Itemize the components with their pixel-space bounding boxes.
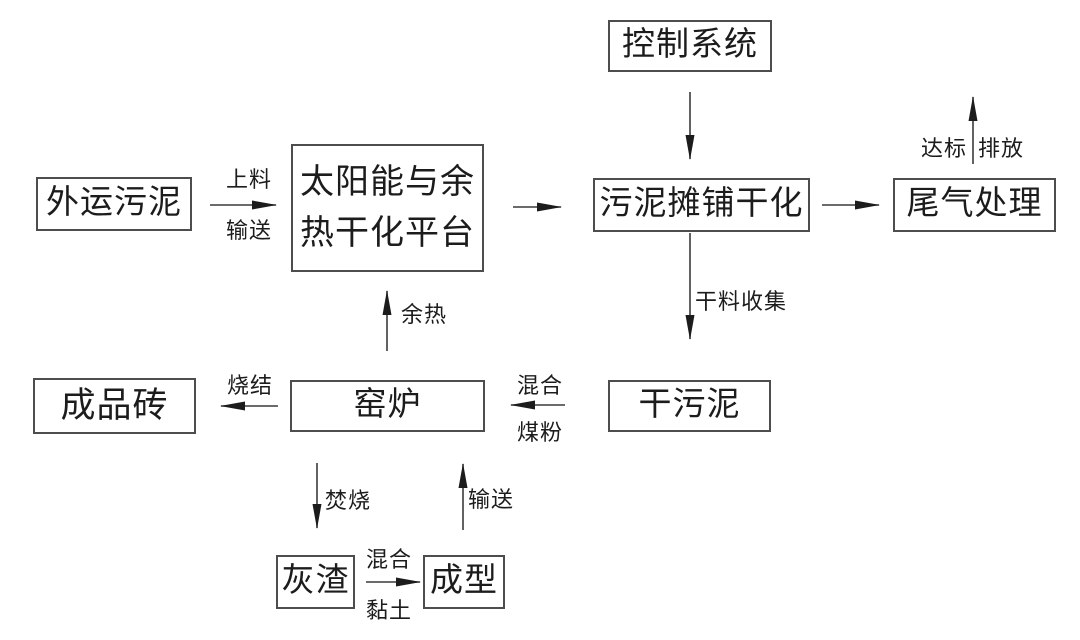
edge-label-waste-heat: 余热 (400, 302, 448, 327)
node-dry-sludge: 干污泥 (608, 380, 771, 432)
node-external-sludge: 外运污泥 (36, 177, 192, 231)
edge-label-loading-bottom: 输送 (225, 218, 273, 243)
node-tail-gas: 尾气处理 (893, 178, 1056, 232)
edge-label-clay-bottom: 黏土 (365, 598, 413, 623)
node-finished-brick: 成品砖 (33, 378, 196, 434)
edge-label-dry-collect: 干料收集 (694, 289, 788, 314)
node-sludge-spreading: 污泥摊铺干化 (593, 178, 810, 232)
node-forming: 成型 (423, 555, 505, 609)
edge-label-clay-top: 混合 (365, 547, 413, 572)
edge-label-coal-bottom: 煤粉 (516, 420, 564, 445)
node-ash: 灰渣 (276, 555, 355, 609)
edge-label-loading-top: 上料 (225, 167, 273, 192)
edge-label-sintering: 烧结 (226, 373, 274, 398)
edge-label-incineration: 焚烧 (324, 488, 372, 513)
node-kiln: 窑炉 (290, 380, 485, 432)
edge-label-coal-top: 混合 (516, 373, 564, 398)
node-control-system: 控制系统 (608, 20, 772, 72)
edge-label-discharge-right: 排放 (977, 136, 1025, 161)
edge-label-discharge-left: 达标 (920, 136, 968, 161)
node-solar-platform: 太阳能与余 热干化平台 (291, 144, 484, 272)
edge-label-convey: 输送 (467, 487, 515, 512)
